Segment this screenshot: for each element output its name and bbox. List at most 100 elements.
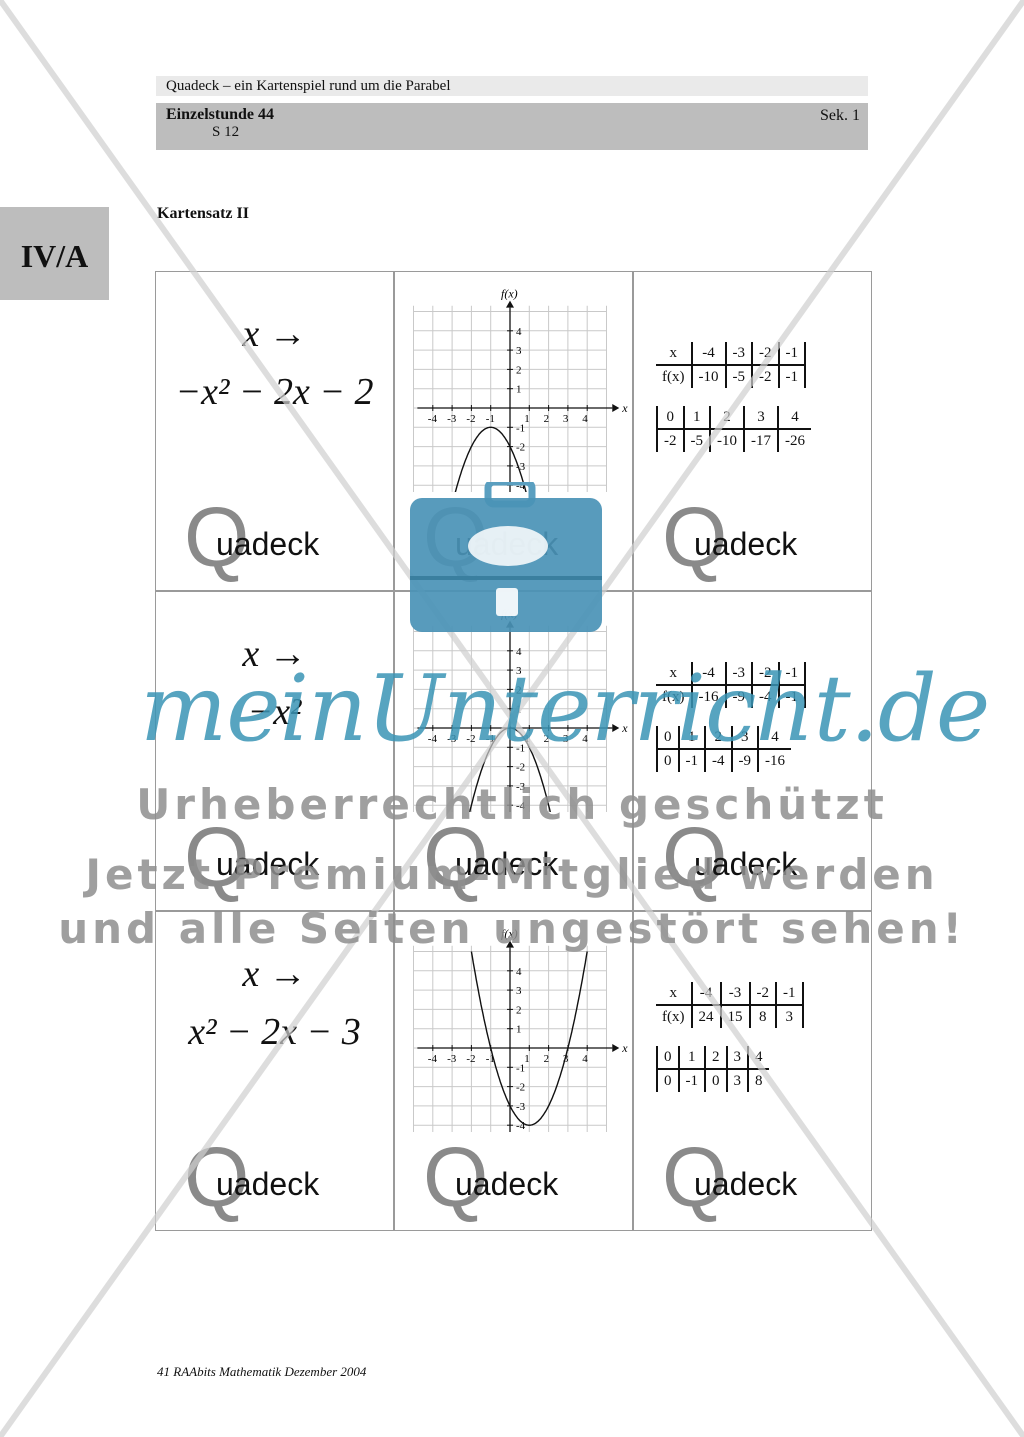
x-tick-label: 4 [582, 733, 588, 745]
table-x-label: x [656, 342, 692, 366]
table-x-value: -1 [777, 662, 806, 686]
table-fx-value: 24 [690, 1005, 721, 1028]
y-axis-arrow [506, 620, 514, 628]
table-fx-value: -10 [709, 429, 744, 452]
x-tick-label: 2 [544, 413, 550, 425]
x-axis-label: x [621, 721, 628, 735]
x-tick-label: -3 [447, 413, 457, 425]
table-x-label: x [656, 982, 692, 1006]
formula-text: x² − 2x − 3 [188, 1011, 361, 1053]
table-x-value: -4 [690, 342, 726, 366]
y-tick-label: -2 [516, 762, 525, 774]
y-tick-label: 1 [516, 1024, 522, 1036]
x-tick-label: 3 [563, 733, 569, 745]
formula-arrow: x → [242, 953, 307, 995]
table-fx-value: 0 [704, 1069, 727, 1092]
table-fx-value: -16 [690, 685, 726, 708]
formula-arrow: x → [242, 633, 307, 675]
table-fx-value: -1 [677, 1069, 705, 1092]
y-tick-label: -2 [516, 442, 525, 454]
x-tick-label: -3 [447, 733, 457, 745]
table-x-value: -4 [690, 982, 721, 1006]
y-tick-label: -2 [516, 1082, 525, 1094]
page-reference: S 12 [212, 124, 240, 140]
y-tick-label: -1 [516, 742, 525, 754]
y-tick-label: 2 [516, 1004, 522, 1016]
formula-arrow: x → [242, 313, 307, 355]
y-tick-label: 1 [516, 704, 522, 716]
x-axis-label: x [621, 1041, 628, 1055]
table-fx-value: -4 [704, 749, 732, 772]
table-fx-value: -26 [777, 429, 811, 452]
table-fx-value: 8 [747, 1069, 769, 1092]
table-x-value: 4 [757, 726, 791, 750]
table-fx-value: -5 [682, 429, 710, 452]
x-tick-label: 4 [582, 1053, 588, 1065]
level-label: Sek. 1 [820, 107, 860, 124]
table-fx-value: -16 [757, 749, 791, 772]
x-axis-arrow [612, 1044, 620, 1052]
lesson-header: Einzelstunde 44 S 12 Sek. 1 [156, 103, 868, 150]
x-tick-label: -1 [486, 413, 495, 425]
table-fx-value: 0 [656, 1069, 679, 1092]
table-x-value: 0 [656, 406, 684, 430]
table-fx-label: f(x) [662, 1008, 685, 1025]
table-x-value: -3 [724, 662, 752, 686]
y-tick-label: 2 [516, 684, 522, 696]
table-fx-value: -1 [777, 685, 806, 708]
x-tick-label: -4 [428, 733, 438, 745]
series-title: Quadeck – ein Kartenspiel rund um die Pa… [156, 76, 868, 96]
table-fx-value: -1 [677, 749, 705, 772]
table-x-value: 1 [682, 406, 710, 430]
x-tick-label: -3 [447, 1053, 457, 1065]
x-axis-arrow [612, 724, 620, 732]
table-x-value: 0 [656, 726, 679, 750]
table-x-value: 4 [777, 406, 811, 430]
table-fx-value: -17 [743, 429, 778, 452]
table-fx-value: -1 [777, 365, 806, 388]
table-x-value: -2 [751, 662, 779, 686]
y-tick-label: 4 [516, 646, 522, 658]
table-x-value: 3 [730, 726, 758, 750]
table-x-value: 3 [725, 1046, 748, 1070]
x-tick-label: 2 [544, 1053, 550, 1065]
y-tick-label: 4 [516, 966, 522, 978]
table-x-value: -3 [719, 982, 750, 1006]
table-fx-label: f(x) [662, 368, 685, 385]
table-x-value: -1 [777, 342, 806, 366]
footer-citation: 41 RAAbits Mathematik Dezember 2004 [157, 1364, 367, 1379]
table-x-value: 2 [704, 726, 732, 750]
table-x-value: -1 [775, 982, 804, 1006]
y-tick-label: 1 [516, 384, 522, 396]
y-tick-label: 3 [516, 985, 522, 997]
table-x-value: -2 [748, 982, 776, 1006]
x-tick-label: 3 [563, 413, 569, 425]
table-fx-value: 8 [748, 1005, 776, 1028]
table-x-value: 0 [656, 1046, 679, 1070]
table-x-value: -4 [690, 662, 726, 686]
x-tick-label: 4 [582, 413, 588, 425]
table-x-value: 1 [677, 1046, 705, 1070]
x-tick-label: -4 [428, 1053, 438, 1065]
chapter-tab: IV/A [0, 207, 109, 300]
x-tick-label: -2 [466, 413, 475, 425]
table-fx-value: 3 [725, 1069, 748, 1092]
x-tick-label: -4 [428, 413, 438, 425]
